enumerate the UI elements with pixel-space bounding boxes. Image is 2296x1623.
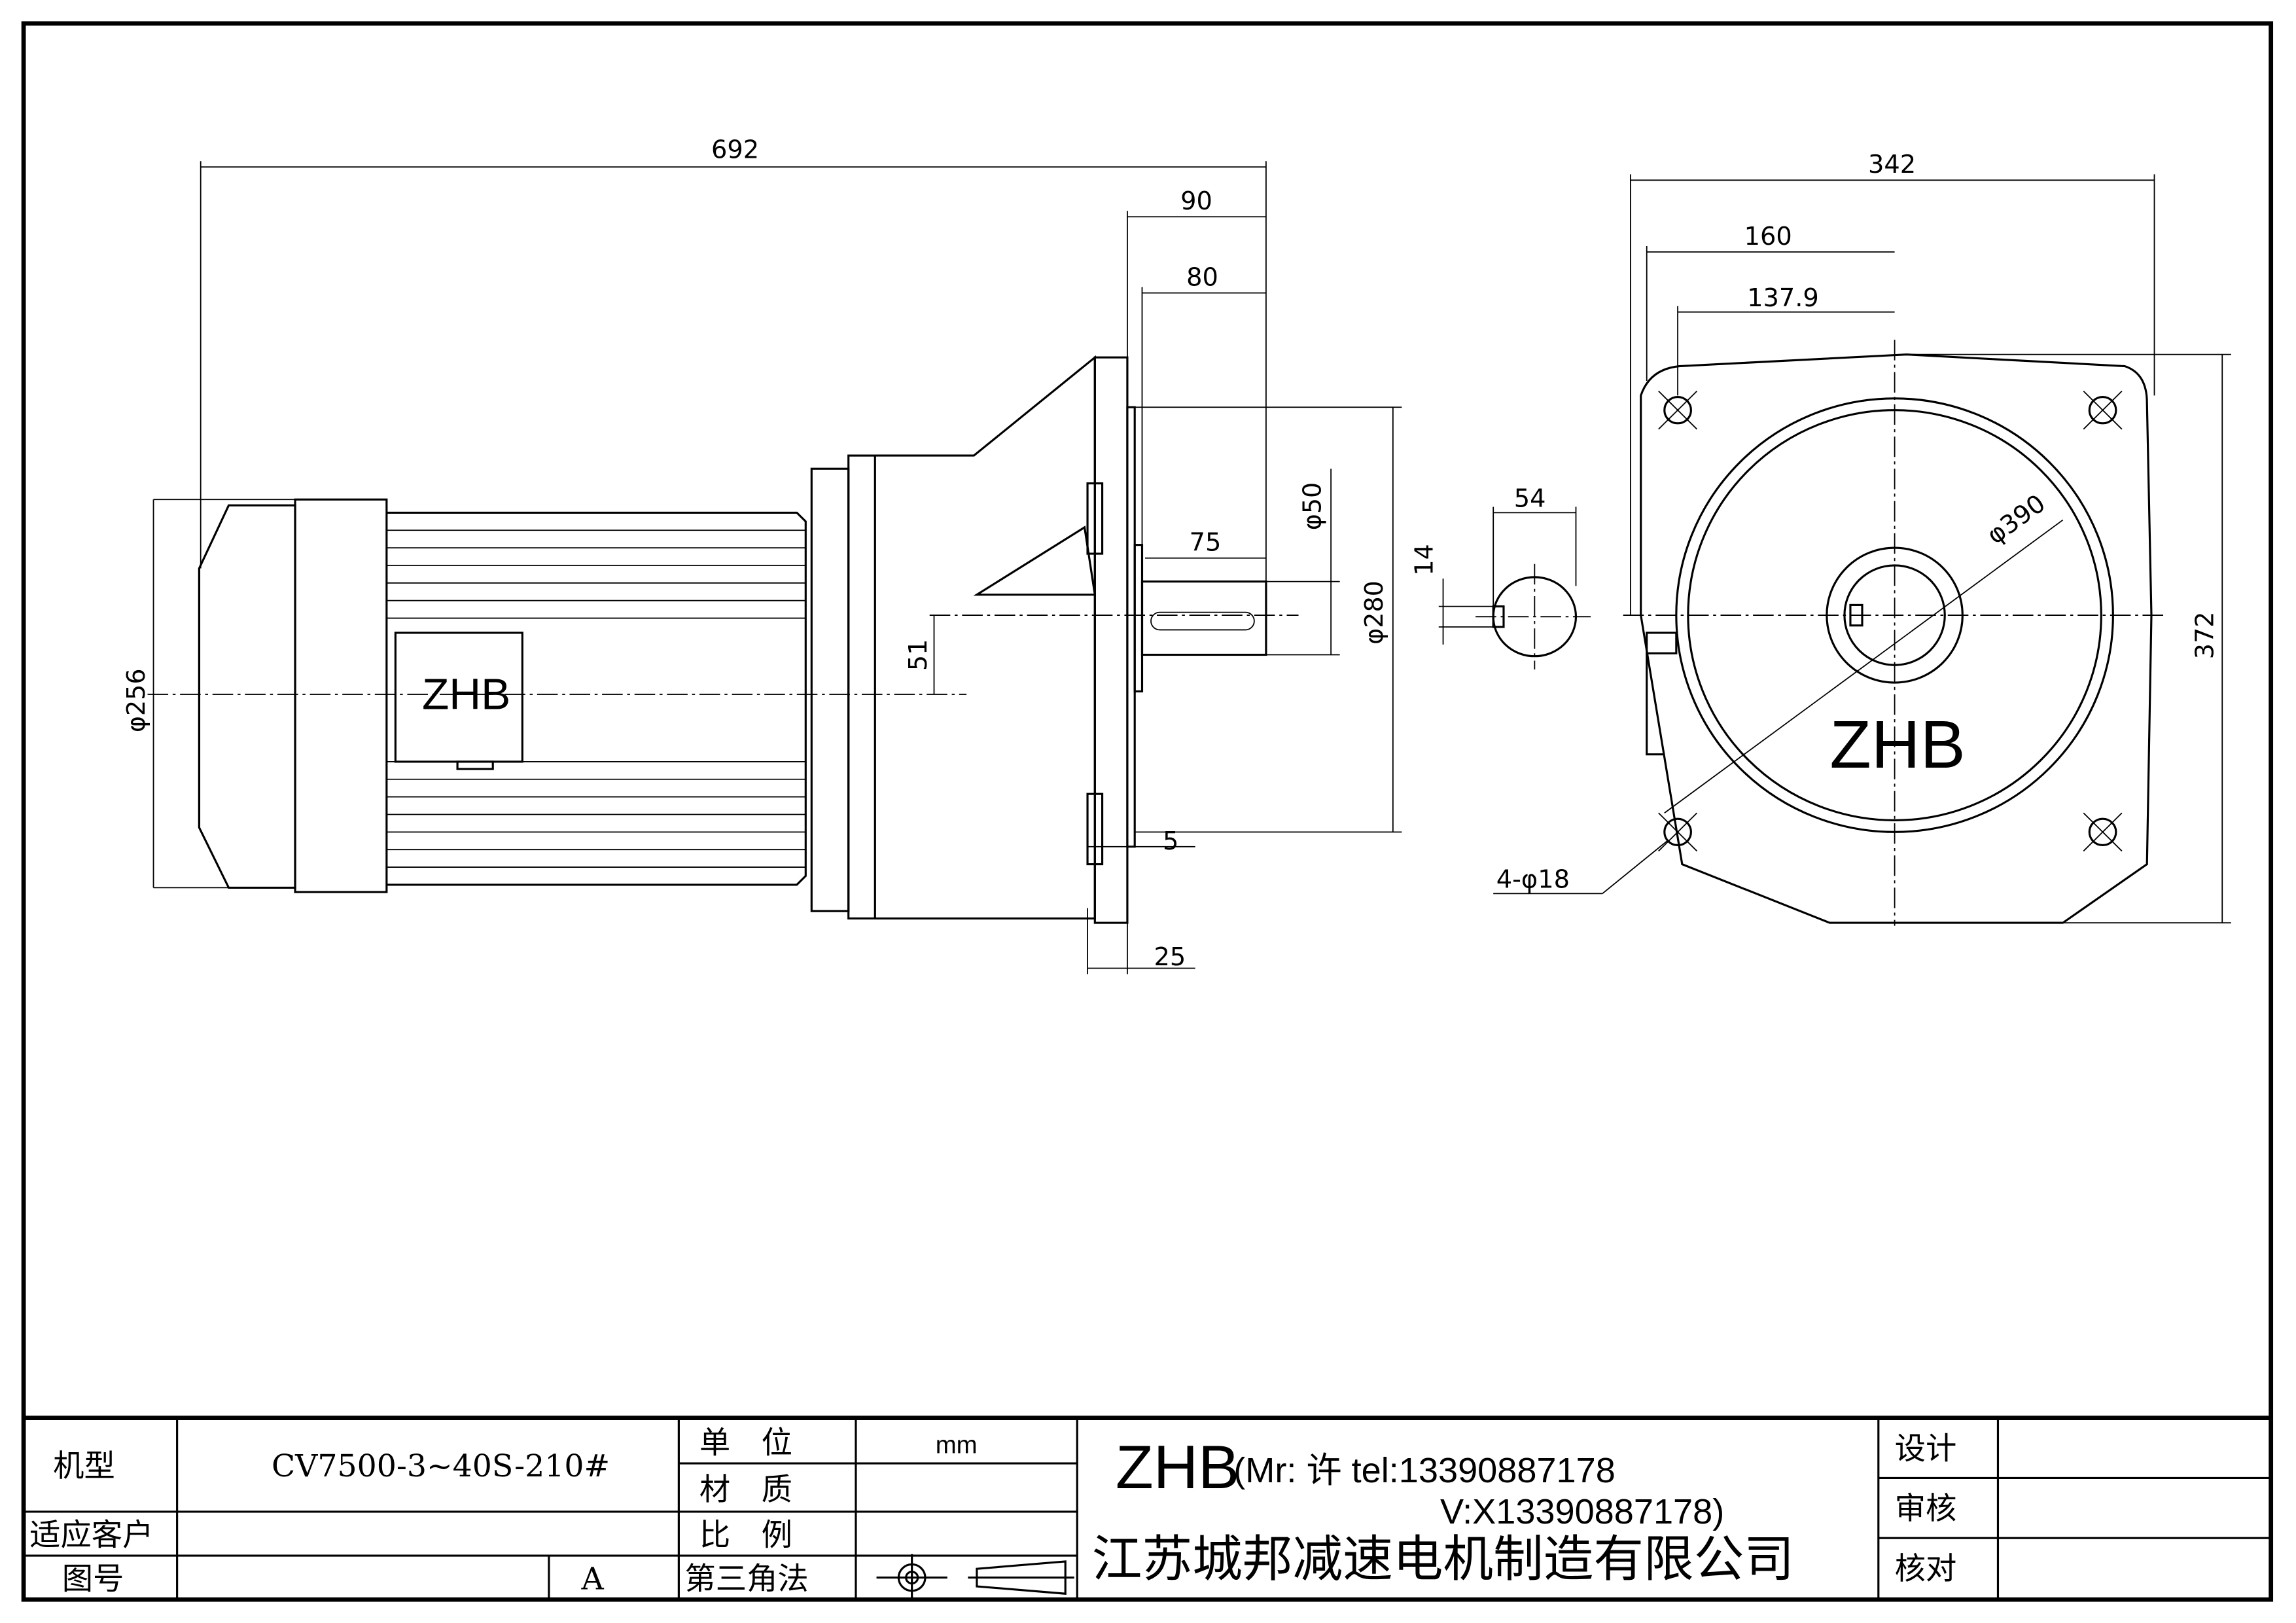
scale-label: 比 例 xyxy=(699,1518,792,1554)
front-view: 342 160 137.9 φ390 372 4-φ18 ZHB xyxy=(1493,151,2231,926)
dim-offset: 51 xyxy=(904,639,933,671)
dim-25: 25 xyxy=(1154,943,1186,972)
review-label: 审核 xyxy=(1895,1491,1957,1527)
dim-overall-length: 692 xyxy=(711,136,759,165)
dim-key-width: 14 xyxy=(1411,544,1439,575)
dim-pcd: φ390 xyxy=(1982,490,2051,550)
dim-body-dia: φ256 xyxy=(122,668,151,732)
dim-holes: 4-φ18 xyxy=(1496,866,1570,895)
dim-section-width: 54 xyxy=(1514,485,1546,514)
design-label: 设计 xyxy=(1895,1431,1957,1467)
side-view: ZHB 692 90 80 75 φ50 xyxy=(122,136,1402,974)
front-logo: ZHB xyxy=(1829,706,1965,782)
output-shaft xyxy=(1140,580,1267,656)
brand-logo: ZHB xyxy=(1116,1433,1239,1501)
dim-5: 5 xyxy=(1163,827,1178,856)
material-label: 材 质 xyxy=(699,1472,792,1508)
company-name: 江苏城邦减速电机制造有限公司 xyxy=(1092,1531,1794,1589)
model-value: CV7500-3~40S-210# xyxy=(272,1448,610,1484)
projection-label: 第三角法 xyxy=(684,1561,808,1597)
dim-front-width: 342 xyxy=(1868,151,1916,179)
dim-front-height: 372 xyxy=(2191,612,2220,660)
dim-flange-dia: φ280 xyxy=(1360,580,1389,645)
dim-80: 80 xyxy=(1186,264,1218,293)
unit-value: mm xyxy=(936,1431,978,1459)
drawing-border xyxy=(21,21,2274,1602)
shaft-section: 54 14 xyxy=(1411,485,1591,669)
unit-label: 单 位 xyxy=(699,1425,792,1461)
dim-shaft-dia: φ50 xyxy=(1298,482,1327,531)
customer-label: 适应客户 xyxy=(29,1518,153,1554)
model-label: 机型 xyxy=(53,1448,115,1484)
dim-160: 160 xyxy=(1744,223,1792,251)
contact-line-2: V:X13390887178) xyxy=(1440,1492,1724,1531)
dim-90: 90 xyxy=(1180,187,1212,216)
contact-line-1: (Mr: 许 tel:13390887178 xyxy=(1233,1451,1616,1490)
dim-137-9: 137.9 xyxy=(1747,284,1819,313)
mounting-holes xyxy=(1658,390,2123,852)
title-block: 机型 CV7500-3~40S-210# 适应客户 图号 A 单 位 mm 材 … xyxy=(24,1416,2271,1600)
drawing-no-label: 图号 xyxy=(62,1561,124,1597)
third-angle-projection-icon xyxy=(876,1554,1074,1600)
dim-shaft-length: 75 xyxy=(1190,529,1222,558)
revision: A xyxy=(581,1561,605,1597)
check-label: 核对 xyxy=(1895,1551,1957,1587)
